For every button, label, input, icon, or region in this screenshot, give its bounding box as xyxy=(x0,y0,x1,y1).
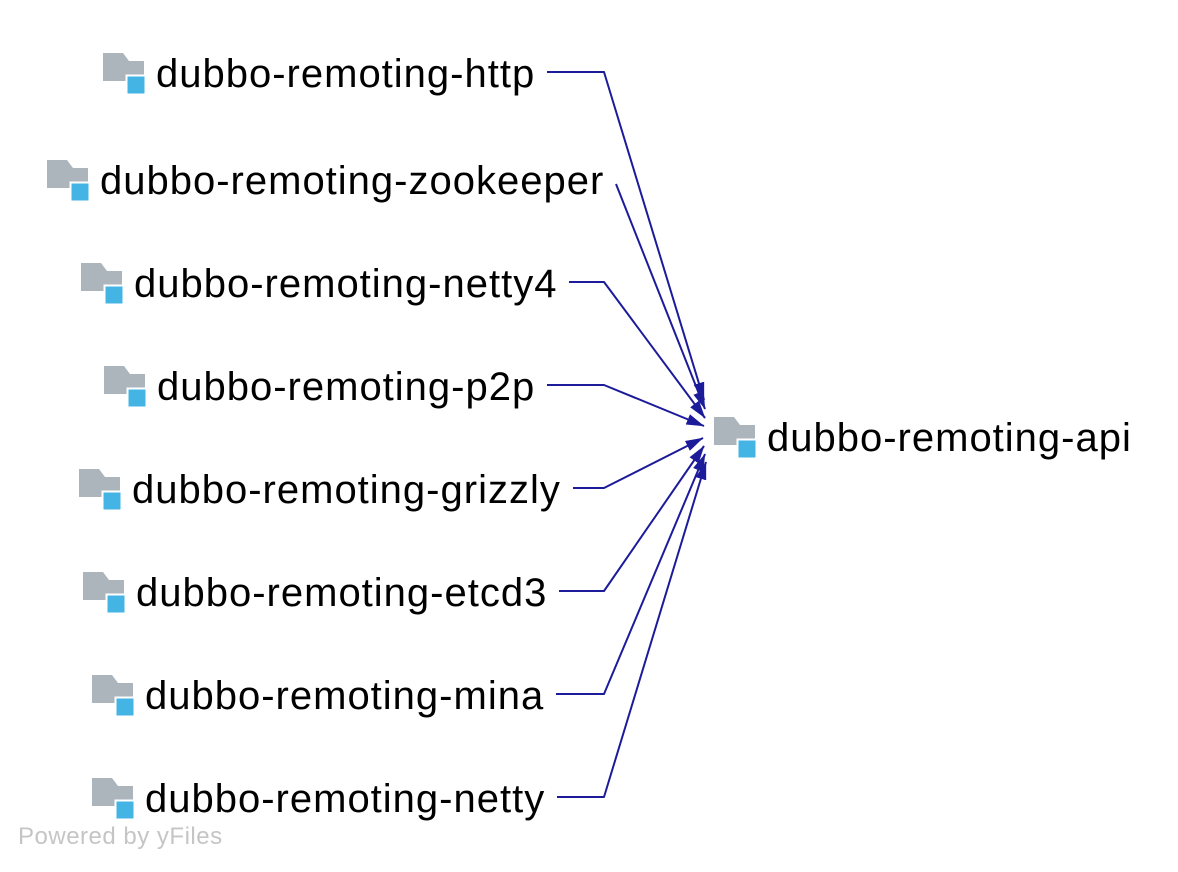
graph-node-netty4[interactable]: dubbo-remoting-netty4 xyxy=(80,261,557,307)
dependency-edge-netty4-api xyxy=(569,281,706,419)
node-label-grizzly: dubbo-remoting-grizzly xyxy=(132,467,561,512)
dependency-edge-http-api xyxy=(547,71,705,401)
node-label-zookeeper: dubbo-remoting-zookeeper xyxy=(100,158,605,203)
folder-icon xyxy=(47,159,91,202)
graph-node-grizzly[interactable]: dubbo-remoting-grizzly xyxy=(78,467,561,513)
node-label-p2p: dubbo-remoting-p2p xyxy=(157,364,536,409)
yfiles-watermark-link[interactable]: Powered by yFiles xyxy=(18,823,223,850)
graph-node-p2p[interactable]: dubbo-remoting-p2p xyxy=(103,364,535,410)
folder-icon xyxy=(81,262,125,305)
folder-icon xyxy=(92,777,136,820)
graph-node-api[interactable]: dubbo-remoting-api xyxy=(713,415,1132,461)
node-label-http: dubbo-remoting-http xyxy=(156,51,536,96)
graph-node-zookeeper[interactable]: dubbo-remoting-zookeeper xyxy=(46,158,604,204)
node-label-api: dubbo-remoting-api xyxy=(767,415,1132,460)
dependency-edge-netty-api xyxy=(557,461,707,798)
folder-icon xyxy=(79,468,123,511)
dependency-edge-grizzly-api xyxy=(573,437,704,489)
node-label-netty: dubbo-remoting-netty xyxy=(145,776,546,821)
folder-icon xyxy=(714,416,758,459)
folder-icon xyxy=(92,674,136,717)
dependency-edge-zookeeper-api xyxy=(615,183,706,410)
node-label-etcd3: dubbo-remoting-etcd3 xyxy=(136,570,548,615)
folder-icon xyxy=(103,52,147,95)
node-label-netty4: dubbo-remoting-netty4 xyxy=(134,261,558,306)
graph-node-mina[interactable]: dubbo-remoting-mina xyxy=(91,673,544,719)
graph-node-netty[interactable]: dubbo-remoting-netty xyxy=(91,776,545,822)
graph-node-http[interactable]: dubbo-remoting-http xyxy=(102,51,535,97)
dependency-edge-mina-api xyxy=(556,453,706,695)
node-label-mina: dubbo-remoting-mina xyxy=(145,673,545,718)
dependency-edge-p2p-api xyxy=(547,384,705,427)
dependency-edge-etcd3-api xyxy=(559,445,705,592)
folder-icon xyxy=(104,365,148,408)
graph-node-etcd3[interactable]: dubbo-remoting-etcd3 xyxy=(82,570,547,616)
folder-icon xyxy=(83,571,127,614)
